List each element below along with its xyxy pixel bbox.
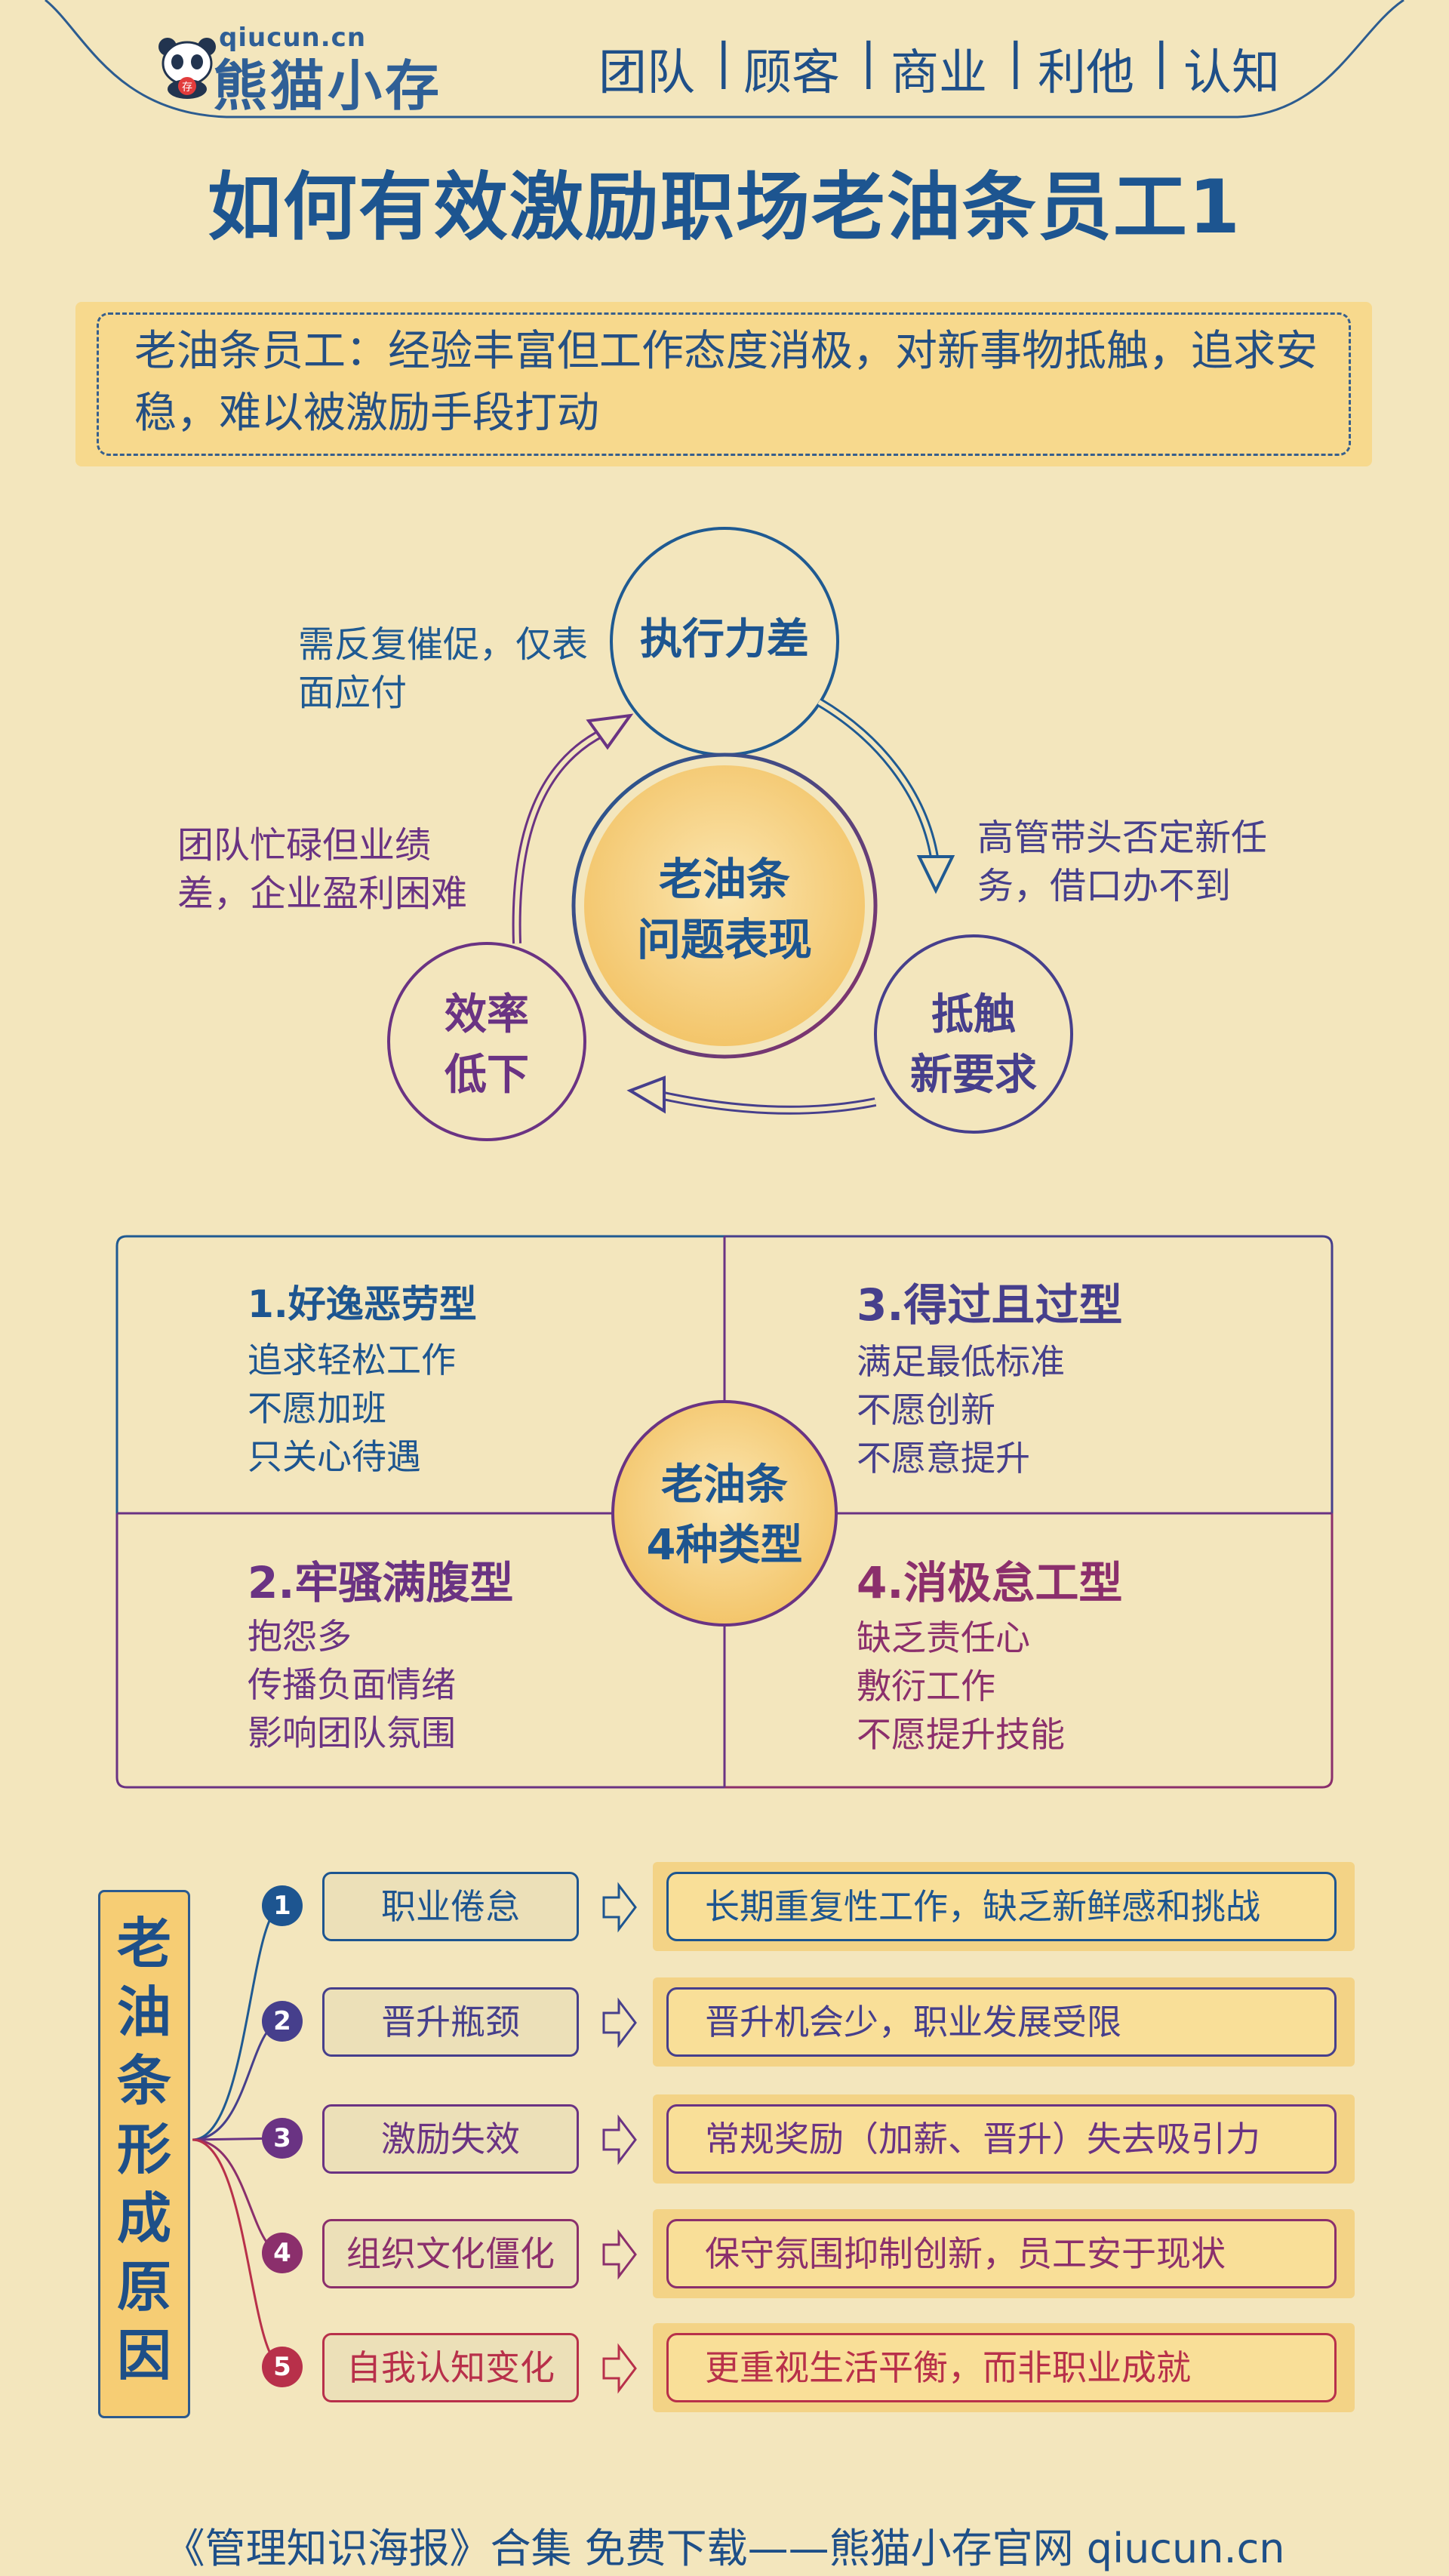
type1-item: 只关心待遇 [248,1436,421,1477]
type4-title: 4.消极怠工型 [857,1557,1123,1608]
types-center-line2: 4种类型 [646,1521,803,1570]
type4-item: 敷衍工作 [857,1666,995,1707]
intro-dashed-border [97,312,1351,456]
nav-item-customer[interactable]: 顾客 [743,45,840,101]
cause-desc-incentive: 常规奖励（加薪、晋升）失去吸引力 [666,2104,1337,2174]
resist-desc-line2: 务，借口办不到 [977,865,1232,907]
panda-logo-icon: 存 [158,38,216,99]
logo-badge: 存 [182,82,192,94]
type1-item: 追求轻松工作 [248,1340,456,1380]
types-matrix [115,1235,1334,1789]
type2-item: 抱怨多 [248,1616,352,1657]
cause-number: 5 [262,2347,303,2387]
type3-item: 不愿意提升 [857,1438,1030,1479]
intro-box [75,302,1372,466]
nav-separator: | [715,34,732,90]
type3-title: 3.得过且过型 [857,1279,1123,1331]
efficiency-desc-line2: 差，企业盈利困难 [177,873,468,915]
bubble-efficiency [387,942,586,1141]
nav-item-business[interactable]: 商业 [891,45,987,101]
header-frame [45,0,1404,118]
page-title: 如何有效激励职场老油条员工1 [207,165,1242,251]
types-center-line1: 老油条 [661,1460,788,1510]
type4-item: 不愿提升技能 [857,1714,1065,1755]
nav-separator: | [1153,34,1170,90]
execution-desc-line2: 面应付 [298,672,408,714]
type2-title: 2.牢骚满腹型 [248,1557,514,1608]
type4-item: 缺乏责任心 [857,1617,1030,1658]
cause-number: 3 [262,2118,303,2159]
type3-item: 满足最低标准 [857,1341,1065,1382]
cause-number: 1 [262,1885,303,1926]
cause-desc-culture: 保守氛围抑制创新，员工安于现状 [666,2219,1337,2288]
type3-item: 不愿创新 [857,1390,995,1430]
type1-item: 不愿加班 [248,1388,386,1429]
cause-number: 4 [262,2233,303,2273]
resist-label-line1: 抵触 [931,990,1016,1039]
type1-title: 1.好逸恶劳型 [248,1282,477,1326]
resist-desc-line1: 高管带头否定新任 [977,817,1268,859]
footer-text: 《管理知识海报》合集 免费下载——熊猫小存官网 qiucun.cn [164,2525,1285,2572]
right-arrow-icon [602,2229,637,2280]
center-ring [571,752,878,1059]
bubble-resist [874,934,1073,1134]
type2-item: 传播负面情绪 [248,1664,456,1705]
right-arrow-icon [602,2343,637,2394]
efficiency-desc-line1: 团队忙碌但业绩 [177,824,432,866]
brand-name: 熊猫小存 [213,54,443,118]
cause-label-promotion: 晋升瓶颈 [322,1987,579,2057]
cause-label-culture: 组织文化僵化 [322,2219,579,2288]
types-center-circle [611,1400,838,1627]
cause-desc-promotion: 晋升机会少，职业发展受限 [666,1987,1337,2057]
right-arrow-icon [602,1997,637,2048]
resist-label-line2: 新要求 [910,1051,1037,1100]
nav-item-cognition[interactable]: 认知 [1183,45,1280,101]
causes-heading: 老 油 条 形 成 原 因 [116,1912,171,2387]
right-arrow-icon [602,2114,637,2165]
cause-desc-selfcognition: 更重视生活平衡，而非职业成就 [666,2333,1337,2402]
cause-number: 2 [262,2001,303,2042]
right-arrow-icon [602,1882,637,1933]
cause-desc-burnout: 长期重复性工作，缺乏新鲜感和挑战 [666,1872,1337,1941]
cause-label-burnout: 职业倦怠 [322,1872,579,1941]
efficiency-label-line1: 效率 [445,990,529,1039]
nav-item-altruism[interactable]: 利他 [1038,45,1134,101]
nav-separator: | [860,34,877,90]
cause-label-selfcognition: 自我认知变化 [322,2333,579,2402]
type2-item: 影响团队氛围 [248,1713,456,1753]
execution-label: 执行力差 [640,615,809,664]
center-core [584,765,865,1046]
cycle-diagram [387,527,1073,1141]
center-label-line1: 老油条 [658,854,790,905]
cause-label-incentive: 激励失效 [322,2104,579,2174]
brand-domain: qiucun.cn [219,23,367,53]
causes-heading-box [98,1890,190,2418]
efficiency-label-line2: 低下 [445,1051,529,1100]
intro-text: 老油条员工：经验丰富但工作态度消极，对新事物抵触，追求安稳，难以被激励手段打动 [134,327,1318,438]
nav-item-team[interactable]: 团队 [598,45,695,101]
nav-separator: | [1008,34,1024,90]
execution-desc-line1: 需反复催促，仅表 [298,623,589,666]
center-label-line2: 问题表现 [636,914,812,965]
